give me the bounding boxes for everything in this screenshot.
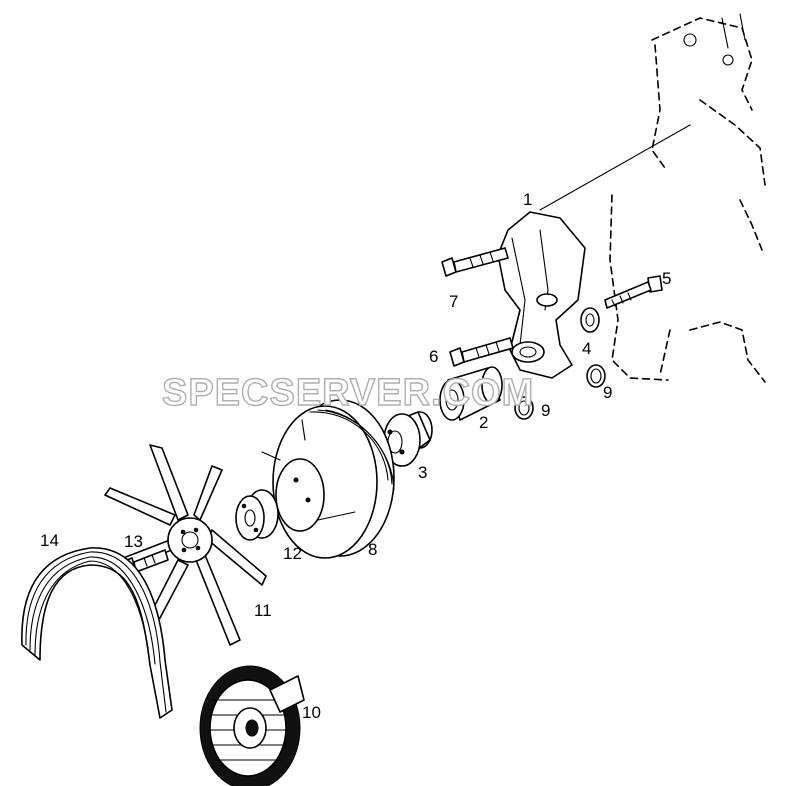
callout-2: 2	[479, 413, 488, 432]
watermark: SPECSERVER.COM	[162, 372, 534, 414]
callout-13: 13	[124, 532, 143, 551]
callout-11: 11	[254, 601, 272, 620]
callout-10: 10	[302, 703, 321, 722]
callout-14: 14	[40, 531, 59, 550]
engine-block-outline	[609, 13, 766, 383]
snap-ring-right	[586, 364, 606, 388]
spacer-sleeve	[439, 366, 503, 421]
drive-belt	[21, 547, 173, 719]
fan-clutch	[199, 665, 305, 786]
hub	[383, 411, 433, 467]
callout-9-left: 9	[541, 401, 550, 420]
idler-bracket	[497, 211, 586, 379]
callout-6: 6	[429, 347, 438, 366]
pulley	[261, 399, 395, 559]
snap-ring-left	[514, 396, 534, 420]
callout-12: 12	[283, 544, 302, 563]
bolt-6	[449, 337, 514, 367]
callout-3: 3	[418, 463, 427, 482]
adapter-plate	[235, 489, 279, 541]
callout-1: 1	[523, 190, 532, 209]
bolt-7	[441, 247, 509, 277]
callout-9-right: 9	[603, 383, 612, 402]
washer-4	[580, 307, 600, 333]
callout-4: 4	[582, 339, 591, 358]
callout-5: 5	[662, 269, 671, 288]
leader-line	[539, 124, 691, 211]
bolt-5	[604, 275, 663, 309]
callout-8: 8	[368, 540, 377, 559]
callout-7: 7	[449, 292, 458, 311]
fan	[104, 444, 267, 646]
